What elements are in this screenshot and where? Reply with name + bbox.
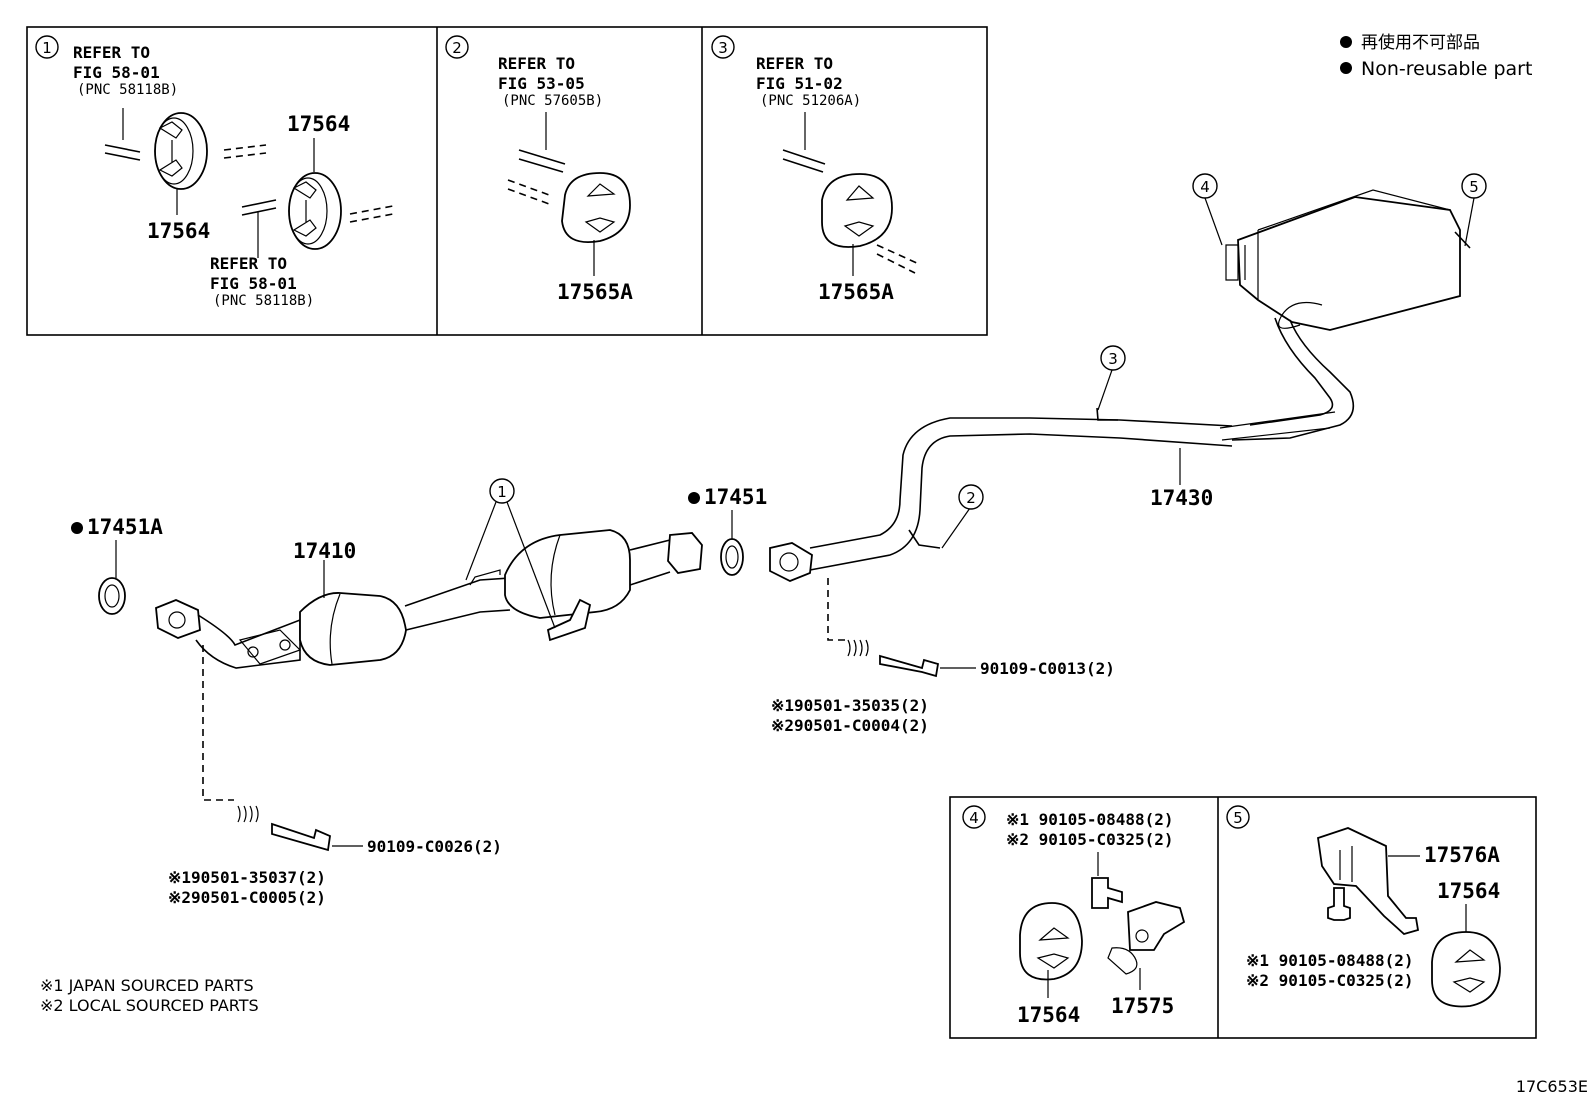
- callout-2: 2: [966, 489, 976, 507]
- non-reusable-bullet-icon: [71, 522, 83, 534]
- fig-label: FIG 58-01: [210, 274, 297, 293]
- front-pipe-assembly: 1 17410: [155, 478, 703, 669]
- legend-text-en: Non-reusable part: [1361, 58, 1532, 80]
- pipe-flange: [769, 542, 813, 582]
- detail-box-1: 1 REFER TO FIG 58-01 (PNC 58118B) 17564 …: [35, 35, 394, 309]
- rubber-hanger-illustration: [1431, 931, 1501, 1008]
- callout-number: 5: [1233, 809, 1243, 827]
- part-number-17564: 17564: [147, 219, 210, 243]
- bolt-japan-part-number: ※1 90105-08488(2): [1006, 810, 1174, 829]
- fig-label: FIG 53-05: [498, 74, 585, 93]
- part-number-17430: 17430: [1150, 486, 1213, 510]
- hanger-bracket-illustration: [1107, 901, 1186, 975]
- refer-label: REFER TO: [73, 43, 150, 62]
- callout-1: 1: [497, 483, 507, 501]
- bracket-illustration: [1317, 827, 1420, 936]
- part-number-17564: 17564: [287, 112, 350, 136]
- callout-number: 3: [718, 39, 728, 57]
- detail-panel-top: [26, 26, 988, 336]
- callout-5: 5: [1469, 178, 1479, 196]
- part-number-17565A: 17565A: [557, 280, 633, 304]
- refer-label: REFER TO: [498, 54, 575, 73]
- note-japan-sourced: ※1 JAPAN SOURCED PARTS: [40, 976, 254, 995]
- spring-center-japan: ※190501-35035(2): [771, 696, 929, 715]
- part-number-17575: 17575: [1111, 994, 1174, 1018]
- refer-label: REFER TO: [756, 54, 833, 73]
- front-bolt-group: 90109-C0026(2) ※190501-35037(2) ※290501-…: [168, 645, 502, 907]
- pnc-label: (PNC 57605B): [502, 93, 603, 109]
- bolt-front-part-number: 90109-C0026(2): [367, 837, 502, 856]
- part-number-17451: 17451: [704, 485, 767, 509]
- callout-number: 4: [969, 809, 979, 827]
- legend-text-jp: 再使用不可部品: [1361, 32, 1480, 53]
- part-number-17565A: 17565A: [818, 280, 894, 304]
- pnc-label: (PNC 58118B): [213, 293, 314, 309]
- gasket-front: 17451A: [71, 515, 163, 615]
- callout-circle-1: [35, 35, 59, 59]
- spring-front-local: ※290501-C0005(2): [168, 888, 326, 907]
- non-reusable-bullet-icon: [688, 492, 700, 504]
- legend: 再使用不可部品 Non-reusable part: [1340, 32, 1532, 80]
- callout-number: 2: [452, 39, 462, 57]
- rubber-hanger-illustration: [821, 173, 893, 248]
- part-number-17576A: 17576A: [1424, 843, 1500, 867]
- pnc-label: (PNC 51206A): [760, 93, 861, 109]
- part-number-17451A: 17451A: [87, 515, 163, 539]
- part-number-17564: 17564: [1017, 1003, 1080, 1027]
- spring-front-japan: ※190501-35037(2): [168, 868, 326, 887]
- spring-center-local: ※290501-C0004(2): [771, 716, 929, 735]
- detail-box-4: 4 ※1 90105-08488(2) ※2 90105-C0325(2) 17…: [962, 805, 1186, 1027]
- rubber-hanger-illustration: [288, 172, 342, 250]
- figure-code: 17C653E: [1516, 1077, 1588, 1096]
- non-reusable-bullet-icon: [1340, 62, 1352, 74]
- callout-number: 1: [42, 39, 52, 57]
- gasket-center: 17451: [688, 485, 767, 576]
- bolt-japan-part-number: ※1 90105-08488(2): [1246, 951, 1414, 970]
- fig-label: FIG 51-02: [756, 74, 843, 93]
- center-bolt-group: 90109-C0013(2) ※190501-35035(2) ※290501-…: [771, 578, 1115, 735]
- detail-box-5: 5 17576A ※1 90105-08488(2) ※2 90105-C032…: [1226, 805, 1501, 1008]
- part-number-17564: 17564: [1437, 879, 1500, 903]
- source-notes: ※1 JAPAN SOURCED PARTS ※2 LOCAL SOURCED …: [40, 976, 259, 1015]
- callout-circle-3: [711, 35, 735, 59]
- callout-circle-2: [445, 35, 469, 59]
- callout-4: 4: [1200, 178, 1210, 196]
- pnc-label: (PNC 58118B): [77, 82, 178, 98]
- bolt-center-part-number: 90109-C0013(2): [980, 659, 1115, 678]
- bolt-local-part-number: ※2 90105-C0325(2): [1006, 830, 1174, 849]
- detail-box-2: 2 REFER TO FIG 53-05 (PNC 57605B) 17565A: [445, 35, 633, 304]
- detail-panel-bottom: [949, 796, 1537, 1039]
- note-local-sourced: ※2 LOCAL SOURCED PARTS: [40, 996, 259, 1015]
- non-reusable-bullet-icon: [1340, 36, 1352, 48]
- bolt-local-part-number: ※2 90105-C0325(2): [1246, 971, 1414, 990]
- part-number-17410: 17410: [293, 539, 356, 563]
- rubber-hanger-illustration: [561, 172, 631, 243]
- callout-3: 3: [1108, 350, 1118, 368]
- detail-box-3: 3 REFER TO FIG 51-02 (PNC 51206A) 17565A: [711, 35, 920, 304]
- fig-label: FIG 58-01: [73, 63, 160, 82]
- refer-label: REFER TO: [210, 254, 287, 273]
- tail-pipe-assembly: 4 5 3 2 17430: [769, 173, 1487, 582]
- rubber-hanger-illustration: [1019, 902, 1083, 981]
- rubber-hanger-illustration: [154, 112, 208, 190]
